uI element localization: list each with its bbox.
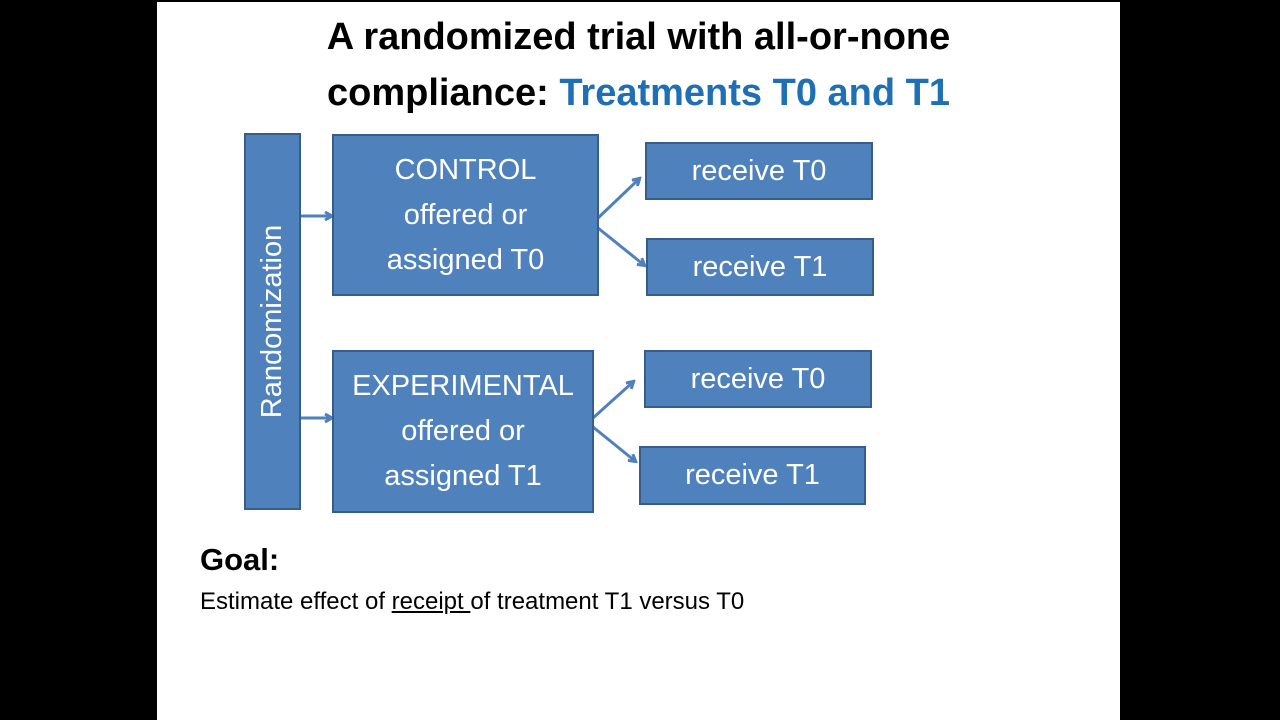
experimental-line-3: assigned T1 (384, 460, 542, 492)
title-line-2-plain: compliance: (327, 72, 560, 114)
diagram-arrows (260, 2, 1120, 720)
goal-heading: Goal: (200, 542, 280, 577)
randomization-box: Randomization (244, 133, 301, 510)
control-receive-t0-label: receive T0 (691, 154, 827, 187)
arrow-experimental-to-t0 (591, 382, 633, 420)
control-line-3: assigned T0 (386, 243, 545, 276)
control-receive-t1-label: receive T1 (692, 250, 828, 283)
experimental-line-2: offered or (401, 415, 525, 447)
arrow-control-to-t0 (596, 179, 639, 220)
title-line-1: A randomized trial with all-or-none (326, 16, 951, 58)
title-line-2-accent: Treatments T0 and T1 (559, 72, 950, 114)
arrow-control-to-t1 (597, 226, 644, 265)
arrow-experimental-to-t1 (592, 425, 635, 461)
experimental-box: EXPERIMENTAL offered or assigned T1 (332, 350, 594, 513)
experimental-receive-t1-box: receive T1 (639, 446, 866, 505)
experimental-line-1: EXPERIMENTAL (352, 370, 574, 402)
control-line-2: offered or (403, 198, 528, 231)
control-line-1: CONTROL (394, 153, 537, 186)
experimental-receive-t0-box: receive T0 (644, 350, 872, 408)
slide: A randomized trial with all-or-none comp… (157, 2, 1120, 720)
goal-text-after: of treatment T1 versus T0 (470, 588, 745, 615)
goal-text-before: Estimate effect of (200, 588, 392, 615)
goal-description: Estimate effect of receipt of treatment … (200, 588, 744, 616)
control-receive-t1-box: receive T1 (646, 238, 874, 296)
title-line-2: compliance: Treatments T0 and T1 (157, 70, 1120, 116)
randomization-label: Randomization (256, 224, 289, 419)
goal-text-underlined: receipt (391, 588, 471, 615)
control-box: CONTROL offered or assigned T0 (332, 134, 599, 296)
experimental-receive-t1-label: receive T1 (685, 459, 820, 491)
experimental-receive-t0-label: receive T0 (690, 362, 826, 395)
control-receive-t0-box: receive T0 (645, 142, 873, 200)
